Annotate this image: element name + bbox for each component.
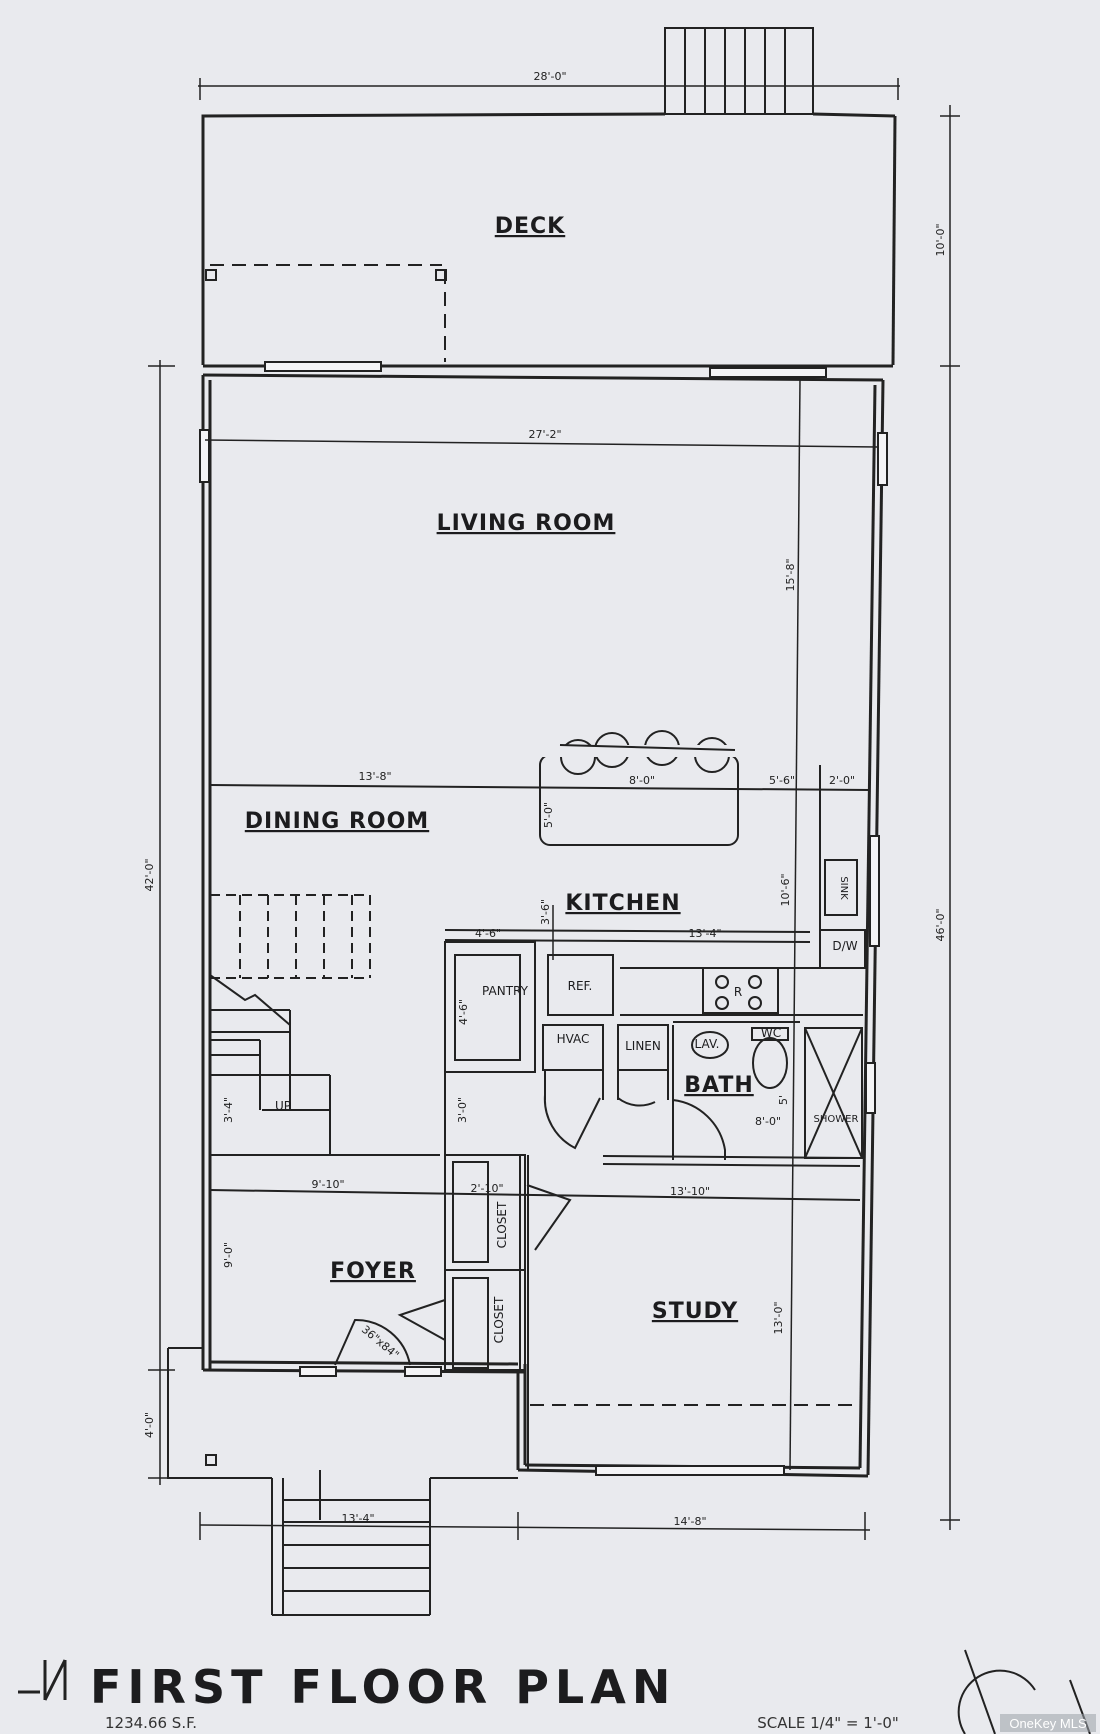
dim-living-depth: 15'-8" — [784, 558, 797, 591]
dim-porch-depth: 4'-0" — [143, 1412, 156, 1438]
room-label-pantry: PANTRY — [482, 984, 529, 998]
dim-study-depth: 13'-0" — [772, 1301, 785, 1334]
door-swings — [334, 1094, 726, 1366]
dim-bottom-right: 14'-8" — [673, 1515, 706, 1528]
dim-bath-width: 8'-0" — [755, 1115, 781, 1128]
deck-dashed-pergola — [210, 264, 446, 362]
room-label-living-room: LIVING ROOM — [437, 511, 616, 536]
watermark: OneKey MLS — [1009, 1716, 1087, 1731]
post-icon — [205, 269, 217, 281]
dim-stair-gap: 3'-4" — [222, 1097, 235, 1123]
dim-kitchen-b: 2'-0" — [829, 774, 855, 787]
label-linen: LINEN — [625, 1039, 661, 1053]
dimension-lines — [148, 78, 960, 1540]
dim-bottom-left: 13'-4" — [341, 1512, 374, 1525]
dim-pantry-depth: 4'-6" — [457, 999, 470, 1025]
watermark-backdrop — [1000, 1714, 1096, 1732]
north-marker-left — [18, 1659, 67, 1701]
kitchen-island — [539, 730, 739, 846]
drawing-scale: SCALE 1/4" = 1'-0" — [757, 1714, 899, 1732]
room-label-dining-room: DINING ROOM — [245, 809, 429, 834]
label-dw: D/W — [832, 939, 857, 953]
dim-overall-width: 28'-0" — [533, 70, 566, 83]
dim-closet-width: 2'-10" — [470, 1182, 503, 1195]
windows — [199, 361, 888, 1476]
dim-pantry-gap: 3'-6" — [539, 899, 552, 925]
label-closet-lower: CLOSET — [492, 1296, 506, 1343]
label-sink: SINK — [838, 876, 849, 900]
room-label-bath: BATH — [684, 1073, 754, 1098]
label-wc: WC — [761, 1026, 781, 1040]
dim-living-width: 27'-2" — [528, 428, 561, 441]
dim-kitchen-run: 13'-4" — [688, 927, 721, 940]
dim-foyer-width: 9'-10" — [311, 1178, 344, 1191]
dim-kitchen-a: 5'-6" — [769, 774, 795, 787]
dim-bath-height: 5' — [777, 1095, 790, 1105]
dim-island-width: 8'-0" — [629, 774, 655, 787]
label-shower: SHOWER — [814, 1114, 859, 1125]
range-icon — [715, 975, 762, 1010]
floor-area: 1234.66 S.F. — [105, 1714, 197, 1732]
dim-deck-depth: 10'-0" — [934, 223, 947, 256]
deck-stairs — [664, 27, 814, 115]
dim-left-overall: 42'-0" — [143, 858, 156, 891]
label-stairs-up: UP — [275, 1099, 291, 1113]
post-icon — [435, 269, 447, 281]
dim-island-depth: 5'-0" — [542, 802, 555, 828]
dim-right-overall: 46'-0" — [934, 908, 947, 941]
label-closet-upper: CLOSET — [495, 1201, 509, 1248]
post-icon — [205, 1454, 217, 1466]
room-label-study: STUDY — [652, 1299, 738, 1324]
label-hvac: HVAC — [557, 1032, 590, 1046]
dim-hall-gap: 3'-0" — [456, 1097, 469, 1123]
dim-kitchen-depth: 10'-6" — [779, 873, 792, 906]
front-porch — [167, 1347, 518, 1616]
stair-runs — [209, 974, 330, 1111]
room-label-kitchen: KITCHEN — [565, 891, 680, 916]
dim-pantry-width: 4'-6" — [475, 927, 501, 940]
toilet-icon — [751, 1027, 789, 1089]
interior-walls — [209, 765, 871, 1470]
dim-study-width: 13'-10" — [670, 1185, 710, 1198]
room-label-deck: DECK — [495, 214, 565, 239]
room-label-foyer: FOYER — [330, 1259, 416, 1284]
label-range: R — [734, 985, 742, 999]
dim-dining-width: 13'-8" — [358, 770, 391, 783]
drawing-title: FIRST FLOOR PLAN — [90, 1660, 676, 1714]
label-lav: LAV. — [695, 1037, 720, 1051]
label-ref: REF. — [568, 979, 593, 993]
interior-stairs — [210, 894, 371, 979]
dim-foyer-depth: 9'-0" — [222, 1242, 235, 1268]
sink-icon — [691, 1031, 729, 1059]
